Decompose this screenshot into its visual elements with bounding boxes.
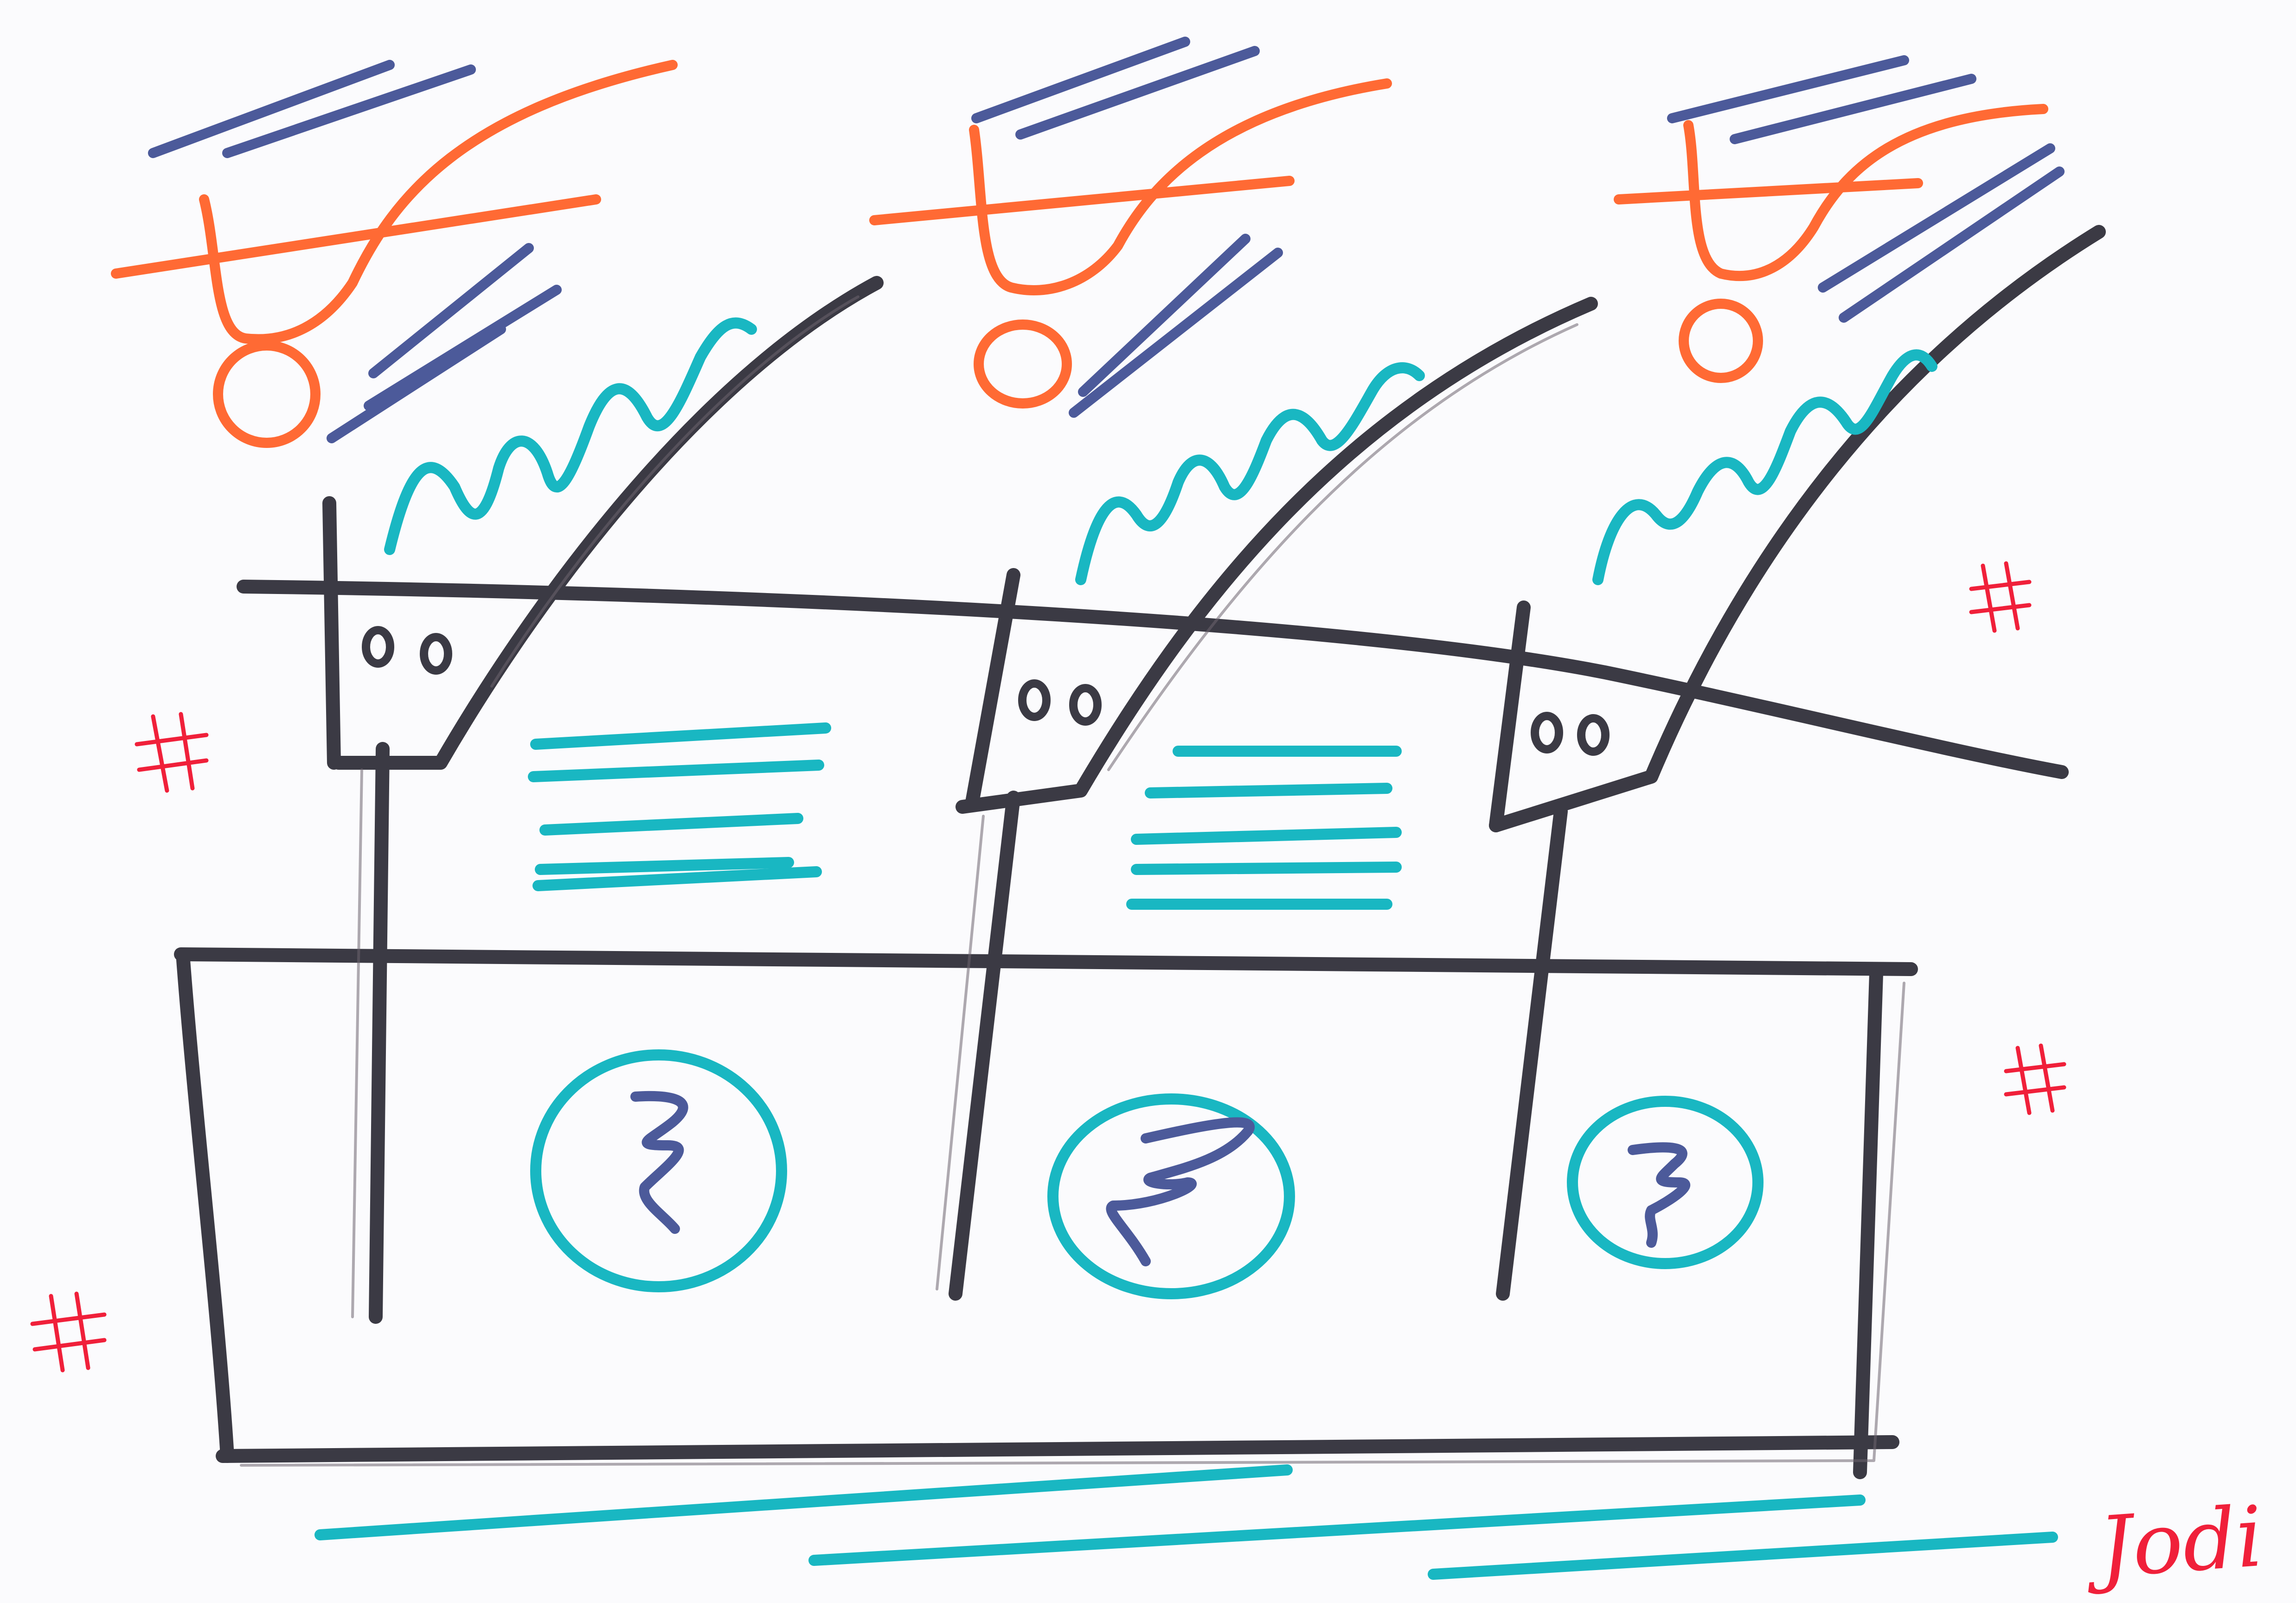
- streak: [971, 37, 1190, 123]
- streak: [1818, 143, 2055, 293]
- star-mark-icon: [135, 712, 209, 793]
- streak: [1839, 166, 2065, 323]
- underline-2: [808, 1494, 1866, 1566]
- text-stroke: [528, 760, 824, 782]
- streak: [1078, 234, 1251, 397]
- bar: [1614, 178, 1923, 204]
- unit-3-eye-right: [1577, 714, 1610, 756]
- bar: [869, 176, 1295, 225]
- roof-line: [237, 580, 2069, 779]
- streak: [1667, 55, 1909, 123]
- unit-1: [322, 276, 884, 1324]
- smoke-wave-3: [1592, 349, 1937, 585]
- unit-3: [1489, 225, 2106, 1301]
- text-stroke: [1131, 862, 1402, 875]
- streak: [327, 324, 506, 443]
- unit-1-head: [332, 276, 884, 770]
- text-stroke: [535, 857, 794, 875]
- text-block-1: [528, 722, 831, 891]
- text-stroke: [530, 722, 831, 750]
- star-mark-icon: [30, 1291, 107, 1373]
- streak: [1730, 74, 1976, 144]
- streak: [364, 285, 562, 411]
- coin-scribble-icon: [1106, 1117, 1255, 1266]
- streak: [148, 60, 395, 158]
- wheel: [1679, 299, 1763, 383]
- wheel: [974, 319, 1072, 409]
- unit-2-chimney: [965, 568, 1020, 811]
- underline-1: [314, 1464, 1293, 1540]
- orange-figure-2: [869, 78, 1392, 409]
- text-block-2: [1126, 746, 1402, 910]
- text-stroke: [1145, 783, 1392, 798]
- coin-scribble-icon: [1628, 1142, 1691, 1248]
- unit-1-eye-left: [362, 626, 394, 668]
- signature: Jodi: [2081, 1488, 2266, 1597]
- unit-2-eye-left: [1018, 679, 1051, 721]
- swoop: [1683, 104, 2048, 281]
- star-mark-icon: [1969, 561, 2032, 633]
- bar: [111, 194, 601, 279]
- frame-top-edge: [174, 947, 1918, 976]
- underlines: [314, 1464, 2058, 1580]
- unit-2-eye-right: [1069, 684, 1102, 726]
- coin-scribble-icon: [630, 1091, 688, 1234]
- unit-1-pencil: [351, 295, 859, 1318]
- orange-figures: [111, 60, 2048, 448]
- unit-2-pole: [949, 791, 1020, 1301]
- frame-pencil-shadow: [240, 982, 1905, 1467]
- underline-3: [1428, 1532, 2058, 1580]
- blue-streaks: [148, 37, 2065, 443]
- streak: [1015, 46, 1260, 140]
- unit-1-chimney: [322, 496, 341, 770]
- smoke-wave-2: [1075, 362, 1425, 585]
- unit-2: [936, 297, 1598, 1301]
- smoke-waves: [384, 317, 1937, 585]
- orange-figure-1: [111, 60, 678, 448]
- streak: [222, 64, 476, 158]
- coin-circle: [1047, 1093, 1295, 1299]
- coin-circle: [1567, 1096, 1764, 1269]
- orange-figure-3: [1614, 104, 2048, 383]
- unit-1-eye-right: [420, 633, 452, 675]
- streak: [1069, 248, 1283, 418]
- unit-2-pencil: [936, 323, 1578, 1290]
- unit-3-pole: [1496, 805, 1568, 1301]
- coin-1: [530, 1049, 787, 1292]
- text-stroke: [539, 813, 803, 836]
- unit-3-head: [1489, 225, 2106, 832]
- text-stroke: [1131, 827, 1402, 845]
- swoop: [199, 60, 678, 345]
- swoop: [969, 78, 1392, 295]
- star-mark-icon: [2004, 1043, 2066, 1115]
- text-stroke: [532, 866, 822, 891]
- coin-2: [1047, 1093, 1295, 1299]
- frame-right-edge: [1853, 967, 1883, 1479]
- frame-body: [174, 947, 1918, 1479]
- coins: [530, 1049, 1764, 1299]
- streak: [368, 243, 534, 378]
- smoke-wave-1: [384, 317, 757, 555]
- frame-bottom-edge: [216, 1435, 1899, 1463]
- coin-circle: [530, 1049, 787, 1292]
- unit-1-pole: [369, 742, 390, 1324]
- unit-2-head: [956, 297, 1598, 814]
- frame-left-edge: [176, 953, 234, 1463]
- unit-3-eye-left: [1531, 712, 1563, 754]
- star-marks: [30, 561, 2066, 1373]
- wheel: [213, 340, 321, 448]
- unit-3-chimney: [1489, 600, 1531, 832]
- coin-3: [1567, 1096, 1764, 1269]
